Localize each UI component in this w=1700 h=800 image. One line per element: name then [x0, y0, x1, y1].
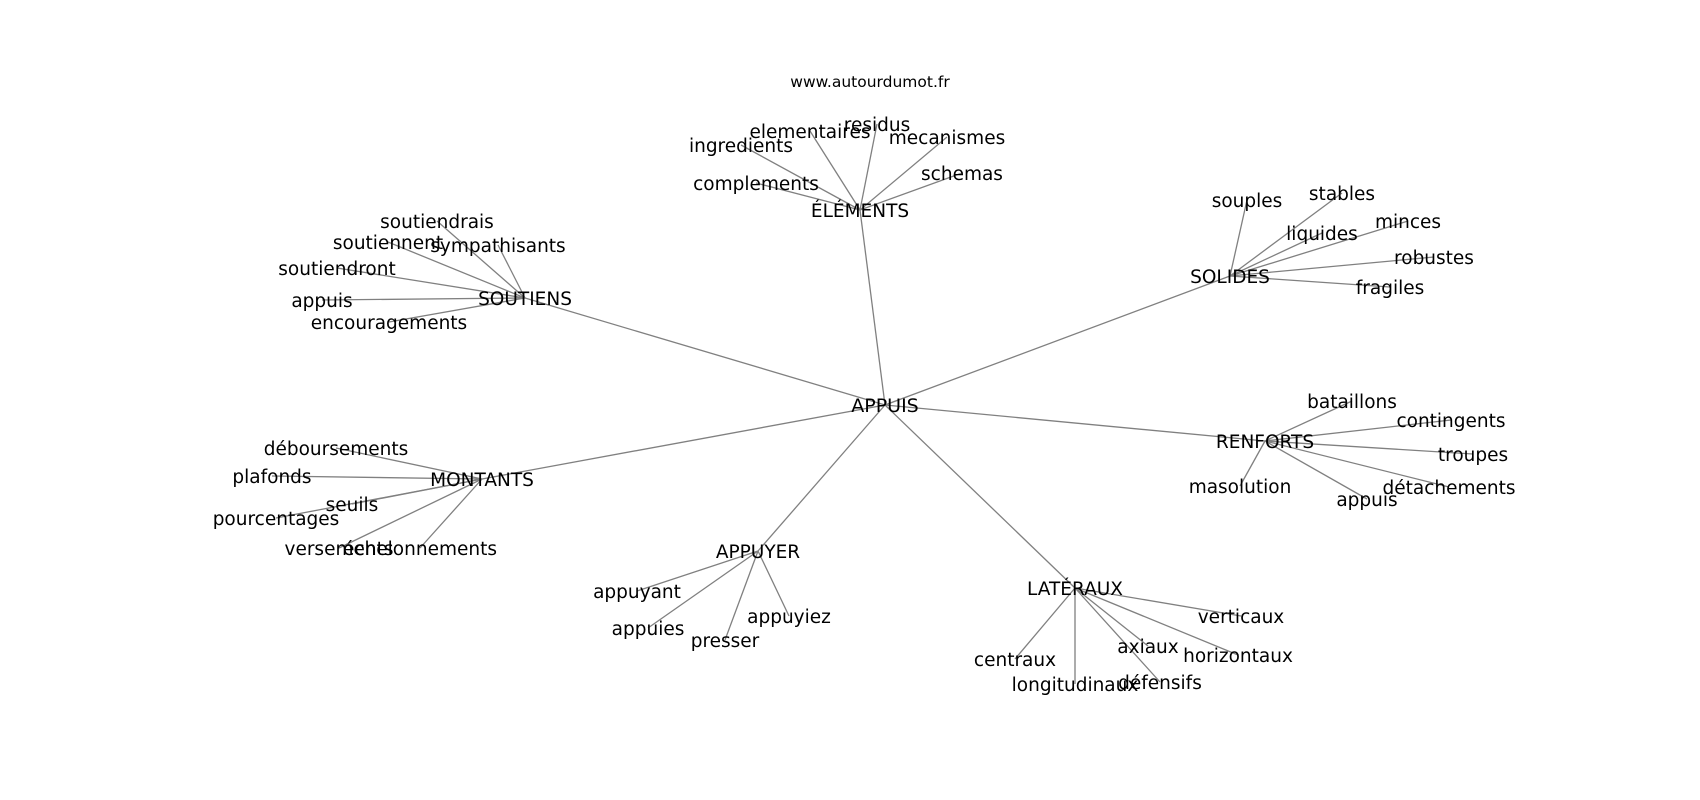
edge-montants-leaf	[271, 475, 483, 480]
leaf-word: centraux	[974, 650, 1056, 671]
edge-montants-leaf	[335, 447, 483, 480]
edge-solides-leaf	[1229, 256, 1435, 277]
edge-center-lateraux	[884, 404, 1076, 589]
leaf-word: échelonnements	[343, 539, 497, 560]
leaf-word: seuils	[326, 495, 379, 516]
leaf-word: longitudinaux	[1012, 675, 1139, 696]
hub-soutiens: SOUTIENS	[478, 289, 572, 310]
edge-center-solides	[884, 275, 1231, 406]
edge-renforts-leaf	[1264, 440, 1368, 500]
edge-center-elements	[859, 209, 886, 406]
edge-soutiens-leaf	[336, 267, 526, 299]
edge-center-montants	[481, 404, 886, 480]
edge-solides-leaf	[1229, 192, 1343, 277]
edges-layer	[271, 123, 1474, 684]
leaf-word: appuies	[612, 619, 685, 640]
leaf-word: horizontaux	[1183, 646, 1293, 667]
hub-montants: MONTANTS	[430, 470, 534, 491]
edge-elements-leaf	[740, 144, 861, 211]
leaf-word: détachements	[1382, 478, 1515, 499]
edge-renforts-leaf	[1264, 400, 1353, 442]
edge-montants-leaf	[338, 478, 483, 549]
edge-renforts-leaf	[1264, 440, 1450, 488]
source-watermark: www.autourdumot.fr	[790, 73, 950, 91]
edge-soutiens-leaf	[497, 244, 526, 299]
leaf-word: soutiendront	[278, 259, 395, 280]
leaf-word: sympathisants	[430, 236, 565, 257]
leaf-word: appuis	[1336, 490, 1397, 511]
leaf-word: soutiennent	[333, 233, 443, 254]
edge-lateraux-leaf	[1014, 587, 1076, 660]
edge-soutiens-leaf	[436, 220, 526, 299]
edge-appuyer-leaf	[724, 550, 759, 641]
center-word: APPUIS	[851, 395, 918, 417]
leaf-word: pourcentages	[213, 509, 340, 530]
leaf-word: troupes	[1438, 445, 1508, 466]
edge-renforts-leaf	[1264, 440, 1474, 455]
leaf-word: masolution	[1189, 477, 1292, 498]
leaf-word: verticaux	[1198, 607, 1285, 628]
leaf-word: versements	[285, 539, 394, 560]
edge-elements-leaf	[859, 172, 963, 211]
leaf-word: encouragements	[311, 313, 467, 334]
leaf-word: déboursements	[264, 439, 409, 460]
leaf-word: minces	[1375, 212, 1441, 233]
leaf-word: schemas	[921, 164, 1003, 185]
edge-appuyer-leaf	[636, 550, 759, 592]
edge-elements-leaf	[755, 182, 861, 211]
edge-lateraux-leaf	[1074, 587, 1161, 683]
leaf-word: presser	[691, 631, 760, 652]
leaf-word: axiaux	[1117, 637, 1178, 658]
edge-soutiens-leaf	[387, 241, 526, 299]
leaf-word: appuis	[291, 291, 352, 312]
leaf-word: défensifs	[1118, 673, 1202, 694]
edge-solides-leaf	[1229, 199, 1248, 277]
leaf-word: ingredients	[689, 136, 793, 157]
leaf-word: robustes	[1394, 248, 1474, 269]
edge-solides-leaf	[1229, 275, 1391, 288]
edge-solides-leaf	[1229, 220, 1409, 277]
edge-elements-leaf	[809, 130, 861, 211]
leaf-word: plafonds	[232, 467, 311, 488]
leaf-word: elementaires	[750, 122, 871, 143]
edge-center-renforts	[884, 404, 1266, 442]
hub-solides: SOLIDES	[1190, 267, 1270, 288]
edge-center-soutiens	[524, 297, 886, 406]
leaf-word: fragiles	[1356, 278, 1425, 299]
leaf-word: complements	[693, 174, 819, 195]
edge-soutiens-leaf	[321, 297, 526, 301]
edge-soutiens-leaf	[388, 297, 526, 323]
labels-layer: www.autourdumot.fr APPUIS residuselement…	[213, 73, 1516, 696]
leaf-word: stables	[1309, 184, 1375, 205]
edge-lateraux-leaf	[1074, 587, 1242, 617]
hub-lateraux: LATÉRAUX	[1027, 578, 1123, 600]
edge-appuyer-leaf	[647, 550, 759, 629]
edge-lateraux-leaf	[1074, 587, 1149, 647]
leaf-word: liquides	[1286, 224, 1358, 245]
hub-elements: ÉLÉMENTS	[811, 200, 909, 222]
edge-solides-leaf	[1229, 232, 1323, 277]
edge-montants-leaf	[419, 478, 483, 549]
leaf-word: appuyiez	[747, 607, 831, 628]
leaf-word: soutiendrais	[380, 212, 494, 233]
leaf-word: appuyant	[593, 582, 681, 603]
leaf-word: residus	[844, 115, 910, 136]
edge-renforts-leaf	[1264, 419, 1452, 442]
leaf-word: souples	[1212, 191, 1283, 212]
leaf-word: bataillons	[1307, 392, 1397, 413]
edge-center-appuyer	[757, 404, 886, 552]
edge-renforts-leaf	[1239, 440, 1266, 487]
edge-appuyer-leaf	[757, 550, 790, 617]
hub-renforts: RENFORTS	[1216, 432, 1314, 453]
edge-lateraux-leaf	[1074, 587, 1239, 656]
leaf-word: contingents	[1396, 411, 1505, 432]
edge-elements-leaf	[859, 136, 948, 211]
edge-elements-leaf	[859, 123, 878, 211]
leaf-word: mecanismes	[889, 128, 1005, 149]
edge-montants-leaf	[275, 478, 483, 519]
hub-appuyer: APPUYER	[716, 542, 800, 563]
